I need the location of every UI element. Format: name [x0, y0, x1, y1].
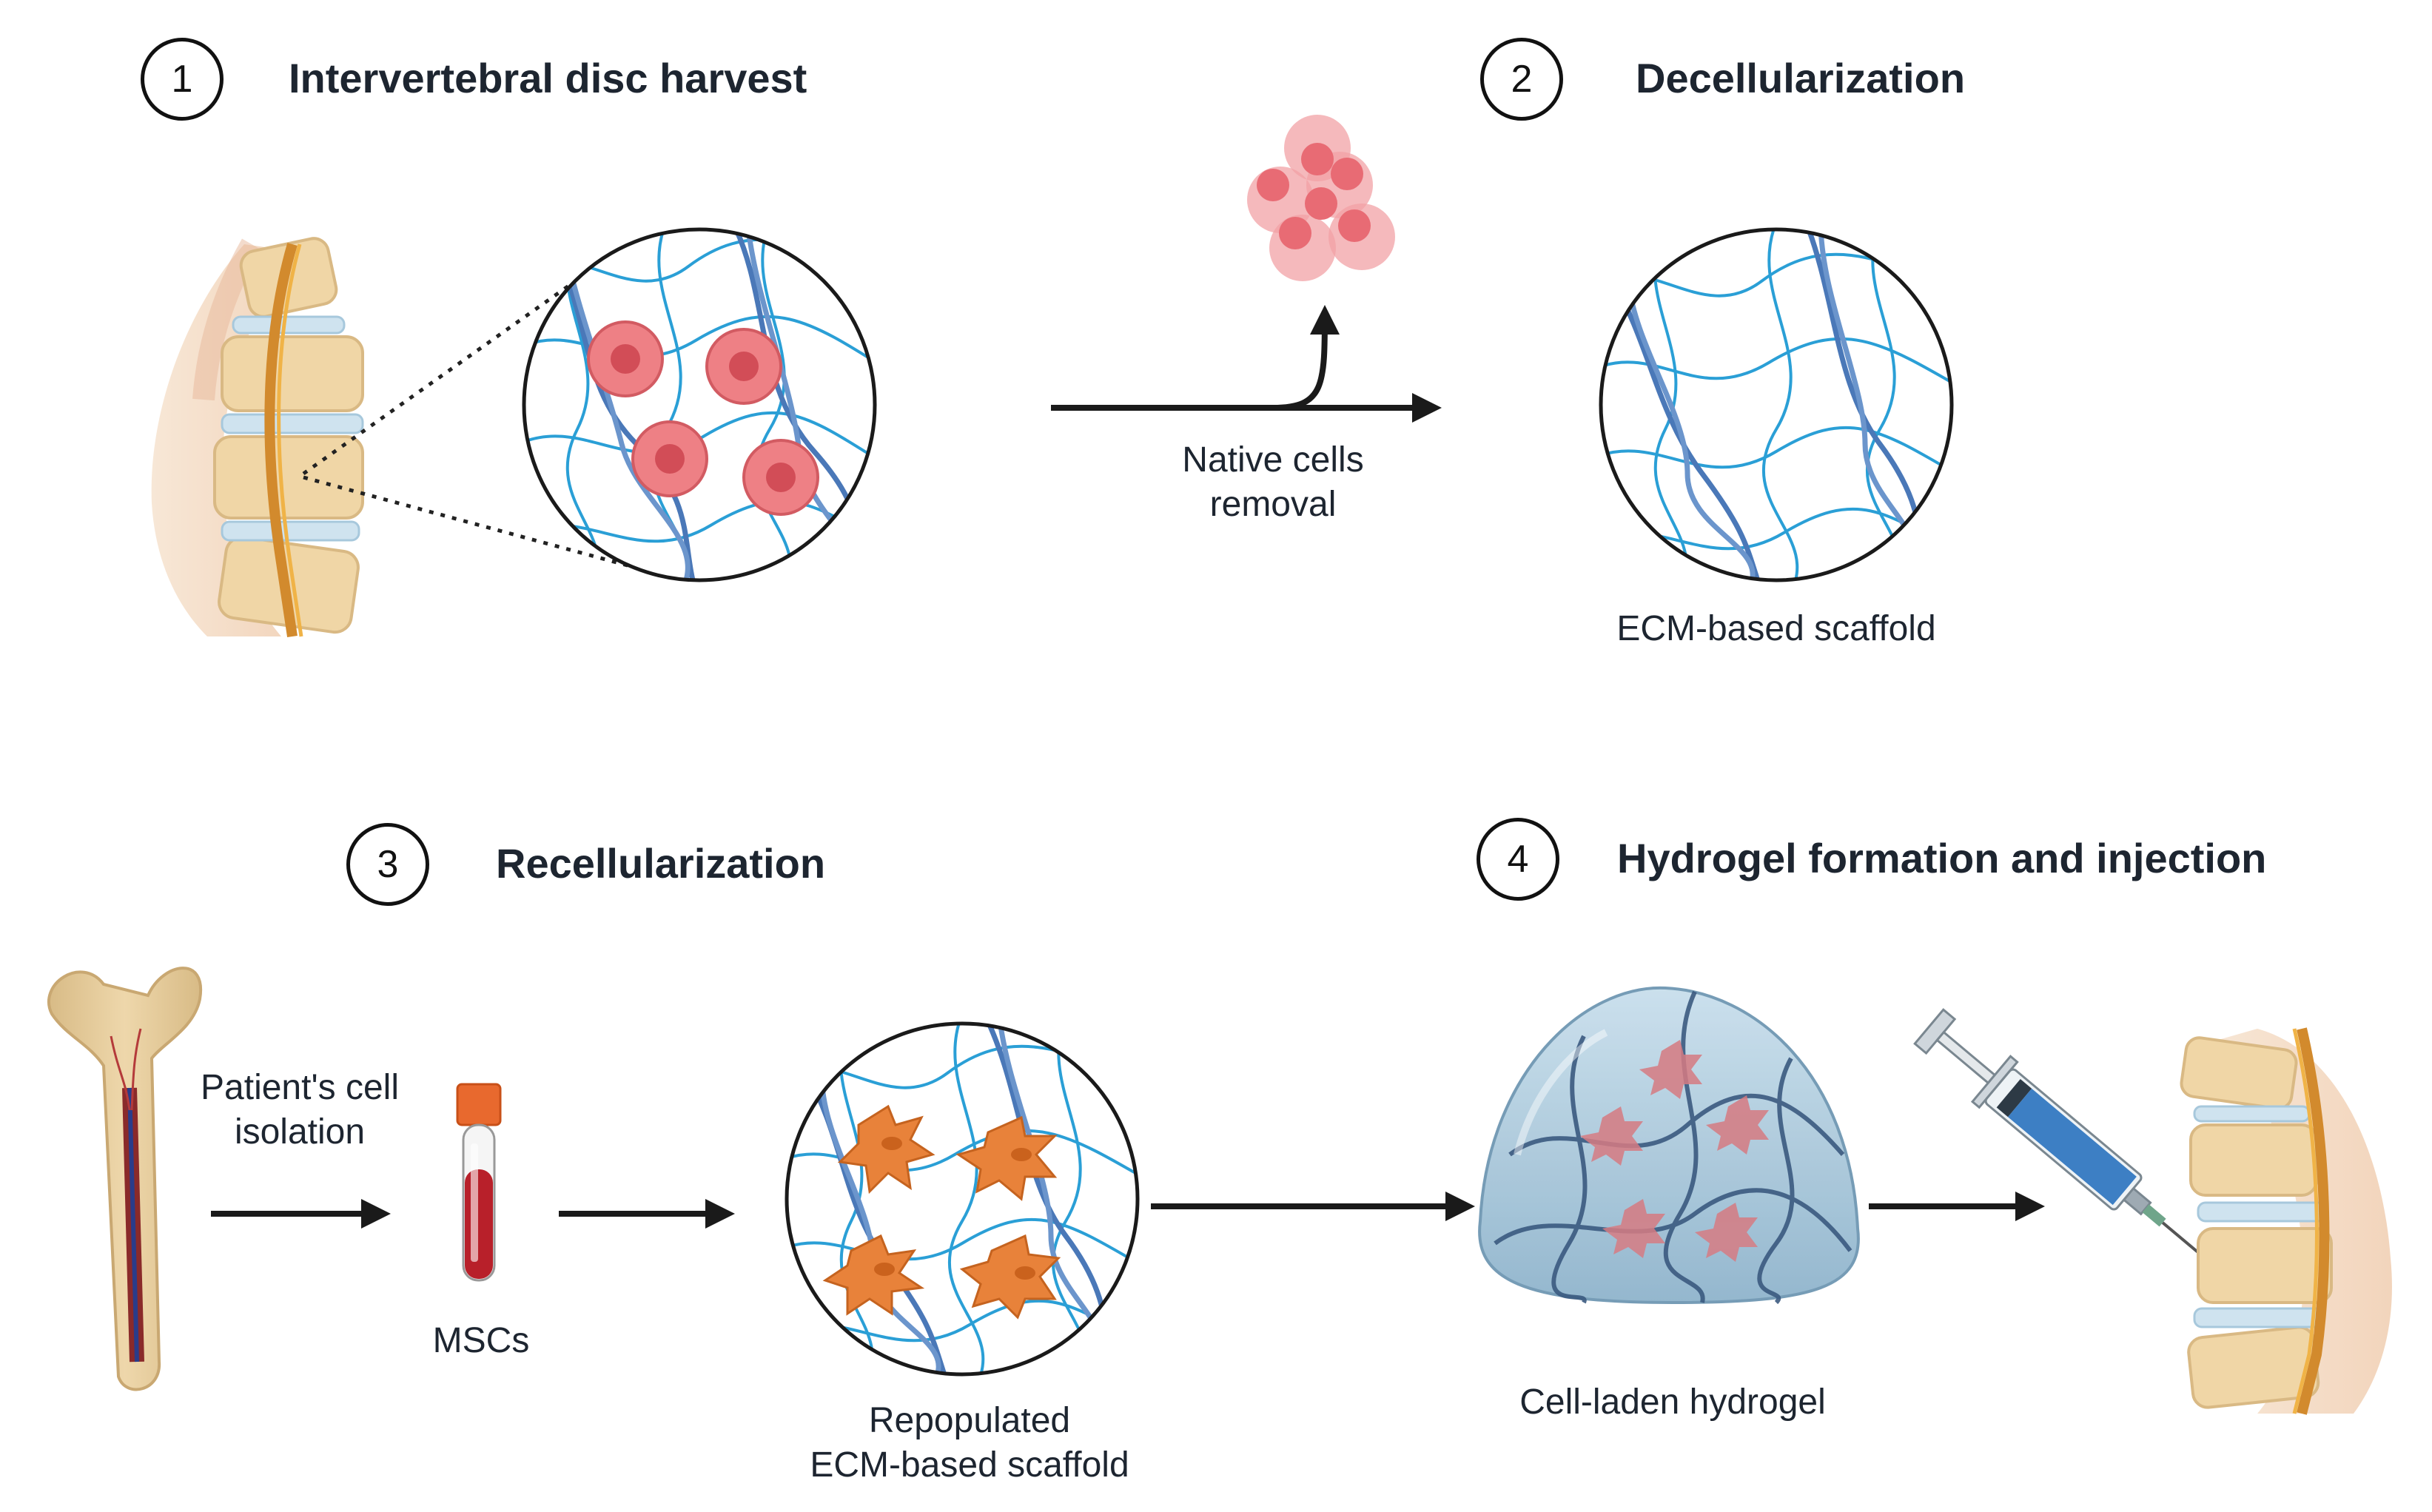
native-tissue-circle [522, 227, 877, 582]
msc-tube [456, 1083, 502, 1282]
syringe [1913, 1008, 2248, 1294]
native-removal-label: Native cells removal [1155, 438, 1391, 527]
hydrogel-dome [1478, 986, 1860, 1305]
step-title-1: Intervertebral disc harvest [289, 55, 807, 101]
patient-isolation-line1: Patient's cell [201, 1068, 399, 1107]
step-title-4: Hydrogel formation and injection [1617, 835, 2267, 881]
repopulated-scaffold-label: Repopulated ECM-based scaffold [770, 1399, 1169, 1488]
spine-illustration [151, 237, 645, 638]
flow-arrows [211, 1192, 2045, 1229]
repopulated-line1: Repopulated [868, 1401, 1071, 1440]
native-removal-arrow [1051, 305, 1442, 423]
femur-bone [47, 967, 203, 1391]
intervertebral-disc [221, 315, 364, 542]
step-title-2: Decellularization [1636, 55, 1966, 101]
native-removal-line1: Native cells [1182, 440, 1364, 480]
step-number-1: 1 [141, 38, 224, 121]
repopulated-scaffold-circle [785, 1021, 1140, 1377]
step-number-3: 3 [346, 823, 429, 906]
step-title-3: Recellularization [496, 840, 826, 887]
hydrogel-label: Cell-laden hydrogel [1519, 1382, 1826, 1422]
native-removal-line2: removal [1209, 485, 1337, 524]
ecm-scaffold-circle [1599, 227, 1954, 582]
mscs-label: MSCs [432, 1321, 530, 1360]
patient-isolation-line2: isolation [234, 1112, 366, 1152]
step-number-4: 4 [1477, 818, 1559, 901]
repopulated-line2: ECM-based scaffold [810, 1445, 1129, 1485]
patient-isolation-label: Patient's cell isolation [178, 1066, 422, 1155]
removed-cell-cluster [1247, 115, 1395, 281]
target-spine [2180, 1027, 2392, 1415]
native-cells [587, 320, 819, 516]
ecm-scaffold-label: ECM-based scaffold [1616, 609, 1936, 648]
step-number-2: 2 [1480, 38, 1563, 121]
hydrogel-cells [1580, 1040, 1769, 1262]
